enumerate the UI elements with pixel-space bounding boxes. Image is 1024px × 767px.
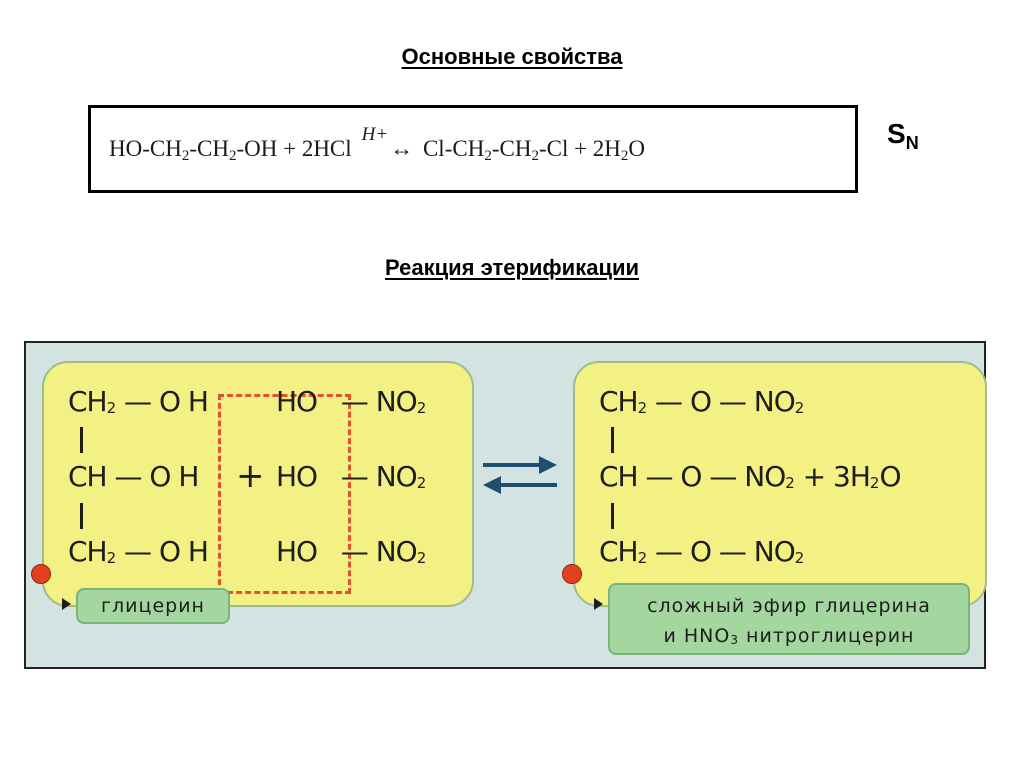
mechanism-label: SN [887,118,919,153]
glycerin-label: глицерин [76,588,230,624]
reactant-row-3: CH2 — O H [68,535,209,568]
acid-row-2: HO — NO2 [276,460,427,493]
bond-line [80,427,83,453]
bond-line [611,427,614,453]
heading-main-properties: Основные свойства [401,44,623,69]
reactant-row-2: CH — O H [68,460,199,493]
esterification-scheme: CH2 — O H HO — NO2 CH — O H + HO — NO2 C… [24,341,987,669]
product-row-1: CH2 — O — NO2 [599,385,805,418]
bond-line [80,503,83,529]
catalyst-label: H+ [361,124,389,145]
acid-row-3: HO — NO2 [276,535,427,568]
products-panel: CH2 — O — NO2 CH — O — NO2 + 3H2O CH2 — … [573,361,987,607]
product-row-2: CH — O — NO2 + 3H2O [599,460,902,493]
reactant-row-1: CH2 — O H [68,385,209,418]
water-elimination-box [218,394,351,594]
pointer-triangle [594,598,603,610]
equation-box: HO-CH2-CH2-OH + 2HClH+↔ Cl-CH2-CH2-Cl + … [88,105,858,193]
equilibrium-arrows-icon [483,456,557,494]
plus-sign: + [236,456,264,496]
nitroglycerin-label: сложный эфир глицерина и HNO3 нитроглице… [608,583,970,655]
heading-esterification: Реакция этерификации [384,255,640,280]
acid-row-1: HO — NO2 [276,385,427,418]
pointer-triangle [62,598,71,610]
product-row-3: CH2 — O — NO2 [599,535,805,568]
reaction-equation: HO-CH2-CH2-OH + 2HClH+↔ Cl-CH2-CH2-Cl + … [109,124,646,164]
marker-dot [562,564,582,584]
equilibrium-arrow: ↔ [390,136,414,161]
bond-line [611,503,614,529]
reactants-panel: CH2 — O H HO — NO2 CH — O H + HO — NO2 C… [42,361,474,607]
marker-dot [31,564,51,584]
